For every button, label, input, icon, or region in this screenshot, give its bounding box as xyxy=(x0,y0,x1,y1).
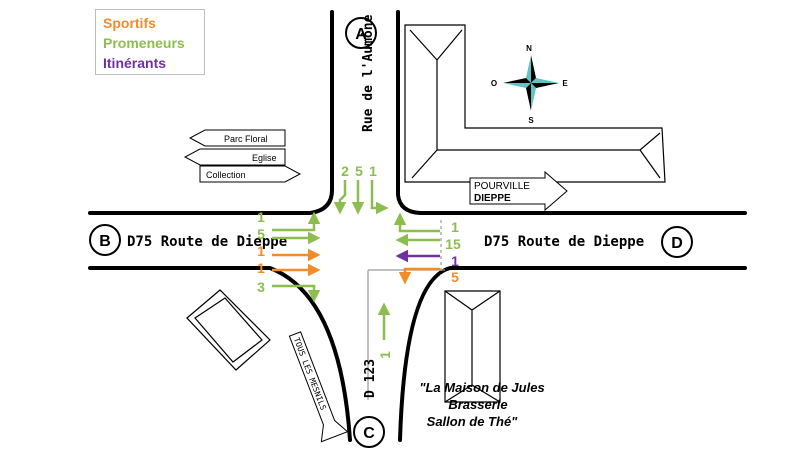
count-east-3: 1 xyxy=(451,253,459,269)
svg-text:POURVILLE: POURVILLE xyxy=(474,181,530,192)
svg-text:Brasserie: Brasserie xyxy=(448,397,507,412)
flow-arrows-west xyxy=(272,211,321,303)
legend-item-sportifs: Sportifs xyxy=(103,15,156,31)
count-west-2: 5 xyxy=(257,226,265,242)
compass-rose: N S E O xyxy=(491,44,568,125)
node-b: B xyxy=(89,224,121,256)
svg-text:TOUS LES MESNILS: TOUS LES MESNILS xyxy=(292,336,328,411)
svg-text:A: A xyxy=(355,26,367,43)
compass-e-label: E xyxy=(562,79,568,88)
count-north-right: 1 xyxy=(369,163,377,179)
compass-o-label: O xyxy=(491,79,497,88)
node-c: C xyxy=(353,416,385,448)
road-label-east: D75 Route de Dieppe xyxy=(484,234,644,250)
flow-counts: 2 5 1 1 5 1 1 3 1 15 1 5 1 xyxy=(257,163,461,359)
poi-maison-de-jules: "La Maison de Jules Brasserie Sallon de … xyxy=(419,380,544,429)
count-north-straight: 5 xyxy=(355,163,363,179)
svg-text:D: D xyxy=(671,235,683,252)
compass-n-label: N xyxy=(526,44,532,53)
road-label-south: D 123 xyxy=(363,359,378,398)
svg-text:Eglise: Eglise xyxy=(252,153,277,163)
count-east-2: 15 xyxy=(445,236,461,252)
legend-item-promeneurs: Promeneurs xyxy=(103,35,185,51)
compass-s-label: S xyxy=(528,116,534,125)
count-north-left: 2 xyxy=(341,163,349,179)
count-east-4: 5 xyxy=(451,269,459,285)
node-d: D xyxy=(661,226,693,258)
count-west-5: 3 xyxy=(257,279,265,295)
road-label-north: Rue de l'Aumône xyxy=(361,14,376,132)
svg-text:B: B xyxy=(99,233,111,250)
count-west-4: 1 xyxy=(257,260,265,276)
count-west-1: 1 xyxy=(257,209,265,225)
road-label-west: D75 Route de Dieppe xyxy=(127,234,287,250)
svg-text:"La Maison de Jules: "La Maison de Jules xyxy=(419,380,544,395)
node-a: A xyxy=(345,17,377,49)
legend-item-itinerants: Itinérants xyxy=(103,55,167,71)
count-west-3: 1 xyxy=(257,243,265,259)
sign-eglise: Eglise xyxy=(183,148,286,166)
sign-tous-les-mesnils: TOUS LES MESNILS xyxy=(288,331,349,443)
sign-parc-floral: Parc Floral xyxy=(188,129,286,147)
road-edge-sw xyxy=(88,266,352,442)
svg-text:Parc Floral: Parc Floral xyxy=(224,134,268,144)
flow-arrows-north xyxy=(333,180,389,215)
building-ne xyxy=(404,24,666,183)
count-south: 1 xyxy=(377,351,393,359)
count-east-1: 1 xyxy=(451,219,459,235)
road-edge-ne xyxy=(396,10,747,215)
sign-collection: Collection xyxy=(199,165,302,183)
svg-text:Collection: Collection xyxy=(206,170,246,180)
buildings xyxy=(186,24,666,403)
svg-text:DIEPPE: DIEPPE xyxy=(474,193,511,204)
sign-pourville-dieppe: POURVILLE DIEPPE xyxy=(469,170,568,212)
flow-arrows-east xyxy=(393,212,440,285)
svg-text:C: C xyxy=(363,425,375,442)
legend: Sportifs Promeneurs Itinérants xyxy=(95,9,205,75)
svg-text:Sallon de Thé": Sallon de Thé" xyxy=(427,414,519,429)
